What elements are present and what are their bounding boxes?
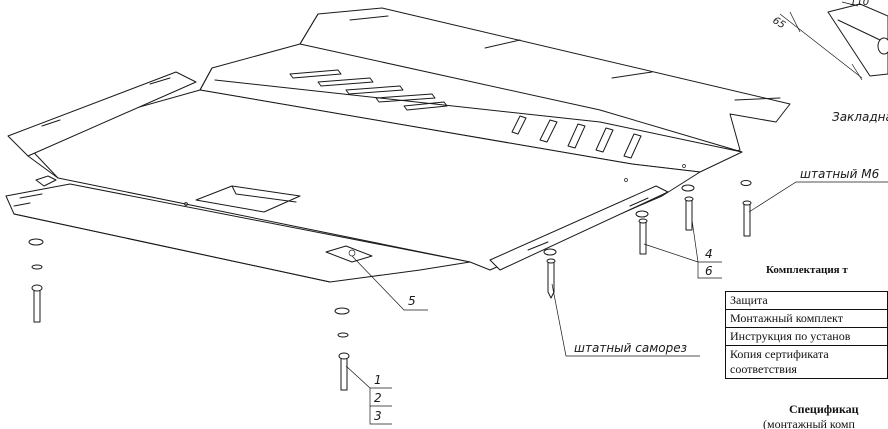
- table-row: Монтажный комплект: [725, 309, 888, 328]
- table-row: Защита: [725, 291, 888, 310]
- kit-title: Комплектация т: [766, 264, 848, 276]
- kit-table: Защита Монтажный комплект Инструкция по …: [725, 291, 888, 379]
- embedded-part-label: Закладна: [832, 110, 888, 124]
- table-row: Инструкция по установ: [725, 327, 888, 346]
- kit-row-guard: Защита: [725, 291, 888, 310]
- callout-2: 2: [374, 391, 382, 405]
- callout-4: 4: [705, 247, 713, 261]
- callout-1: 1: [374, 373, 382, 387]
- guard-plate: [7, 7, 791, 271]
- spec-subtitle: (монтажный комп: [763, 417, 855, 429]
- leader-lines: [345, 181, 888, 425]
- m6-bolt-label: штатный М6: [800, 167, 880, 181]
- fasteners: [28, 180, 752, 391]
- vent-slots-diagonal: [289, 69, 448, 111]
- callout-3: 3: [374, 409, 382, 423]
- self-tapping-screw-label: штатный саморез: [574, 341, 687, 355]
- embedded-part-detail: 65 110 Закладна: [770, 0, 888, 124]
- table-row: Копия сертификата соответствия: [725, 345, 888, 379]
- spec-title: Спецификац: [789, 402, 859, 416]
- kit-row-instruction: Инструкция по установ: [725, 327, 888, 346]
- dim-110-label: 110: [850, 0, 869, 8]
- kit-row-mounting: Монтажный комплект: [725, 309, 888, 328]
- vent-slots-vertical: [511, 115, 642, 159]
- lower-plate: [5, 175, 471, 283]
- kit-row-certificate: Копия сертификата соответствия: [725, 345, 888, 379]
- callout-6: 6: [705, 264, 713, 278]
- callout-5: 5: [408, 294, 416, 308]
